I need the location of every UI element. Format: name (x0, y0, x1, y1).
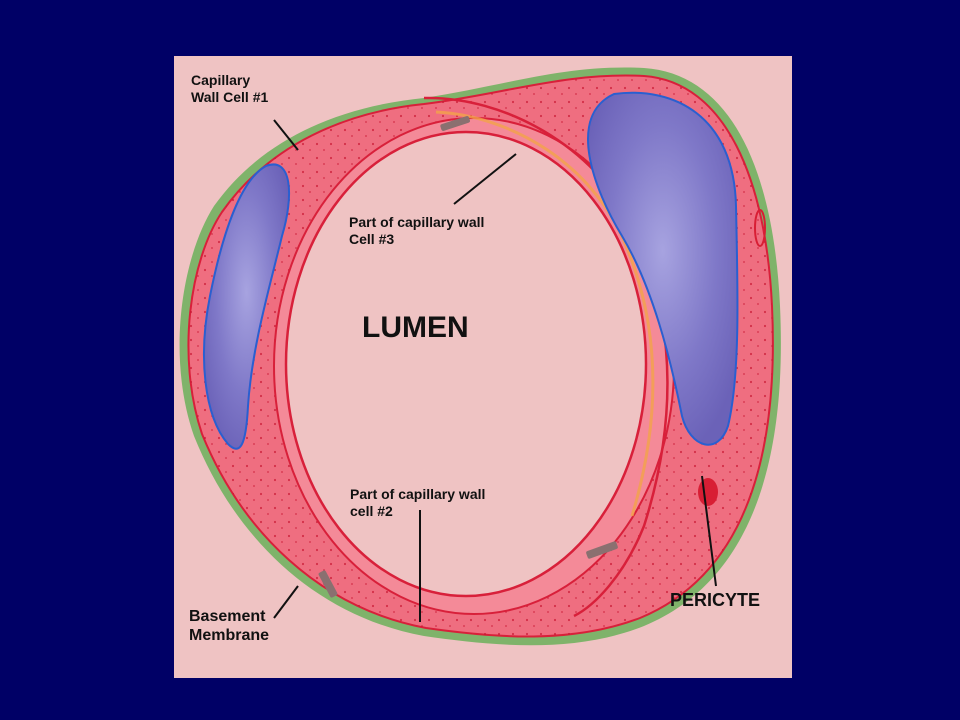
label-basement-membrane: Basement Membrane (189, 608, 270, 644)
pointer-pericyte (701, 475, 717, 587)
capillary-cross-section (179, 67, 781, 646)
pericyte-organelle-small (754, 209, 766, 247)
junction-mark-top (440, 116, 470, 131)
pointer-wall-cell-3 (453, 153, 517, 205)
pointer-wall-cell-1 (273, 119, 299, 151)
label-wall-cell-2: Part of capillary wall cell #2 (350, 486, 486, 519)
label-pericyte: PERICYTE (670, 590, 761, 610)
lumen-area (284, 130, 648, 598)
nucleus-pericyte (587, 91, 739, 446)
label-wall-cell-1: Capillary Wall Cell #1 (191, 72, 269, 105)
label-wall-cell-3: Part of capillary wall Cell #3 (349, 214, 485, 247)
pericyte-organelle (698, 478, 718, 506)
nucleus-cell-1 (203, 163, 291, 450)
junction-mark-lower-right (586, 541, 618, 559)
label-lumen: LUMEN (362, 311, 469, 344)
pointer-basement-membrane (273, 585, 299, 619)
diagram-panel: Capillary Wall Cell #1 Part of capillary… (174, 56, 792, 678)
junction-mark-lower-left (318, 570, 338, 598)
